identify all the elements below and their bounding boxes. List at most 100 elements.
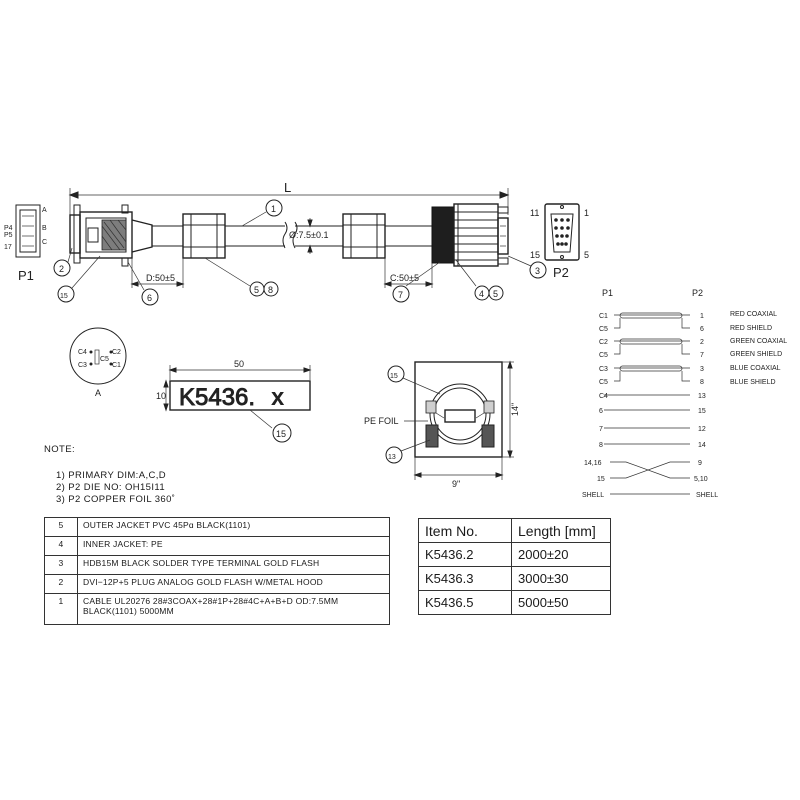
bom-desc-cell: CABLE UL20276 28#3COAX+28#1P+28#4C+A+B+D… [77,593,390,625]
p2-pin-1: 1 [584,208,589,218]
svg-text:C3: C3 [599,366,608,373]
p1-front-view: A B C P4 P5 17 P1 [4,204,47,283]
coax-blue [614,365,690,382]
svg-text:15: 15 [597,476,605,483]
svg-text:12: 12 [698,426,706,433]
p1-pin-label: C [42,239,47,246]
table-row: K5436.5 5000±50 [418,590,611,615]
svg-text:14: 14 [698,442,706,449]
wiring-header-p1: P1 [602,288,613,298]
svg-text:9: 9 [698,460,702,467]
svg-text:8: 8 [599,442,603,449]
svg-text:C2: C2 [599,339,608,346]
svg-text:C4: C4 [78,349,87,356]
tag-height-dim: 10 [156,391,166,401]
p1-pin-label: P4 [4,225,13,232]
wiring-diagram: P1 P2 C1 C5 [582,288,787,499]
table-row: K5436.3 3000±30 [418,566,611,591]
bom-no: 3 [44,555,78,575]
svg-text:2: 2 [700,339,704,346]
svg-text:8: 8 [700,379,704,386]
svg-text:SHELL: SHELL [696,492,718,499]
item-no-cell: K5436.5 [418,590,512,615]
bom-no: 1 [44,593,78,625]
svg-text:7: 7 [700,352,704,359]
svg-text:6: 6 [700,326,704,333]
end-height-dim: 14" [510,403,520,416]
svg-text:C5: C5 [599,352,608,359]
svg-text:2: 2 [59,264,64,274]
bom-desc: HDB15M BLACK SOLDER TYPE TERMINAL GOLD F… [77,555,390,575]
svg-text:15: 15 [698,408,706,415]
svg-text:3: 3 [700,366,704,373]
p1-pin-label: A [42,207,47,214]
length-cell: 2000±20 [511,542,611,567]
p2-front-view: 11 1 15 5 P2 [530,203,589,280]
item-length-table: Item No. Length [mm] K5436.2 2000±20 K54… [418,518,611,615]
cable-assembly-view: L A B C P4 P5 17 P1 [4,180,589,306]
svg-text:BLUE SHIELD: BLUE SHIELD [730,379,776,386]
tag-text: K5436. [179,384,255,411]
svg-text:GREEN SHIELD: GREEN SHIELD [730,351,782,358]
table-row: 2 DVI−12P+5 PLUG ANALOG GOLD FLASH W/MET… [44,574,390,594]
balloon-7: 7 [392,261,441,303]
svg-text:8: 8 [268,285,273,295]
note-item: 3) P2 COPPER FOIL 360˚ [56,494,176,505]
length-cell: 5000±50 [511,590,611,615]
column-header-item-no: Item No. [418,518,512,543]
svg-text:13: 13 [698,393,706,400]
svg-text:15: 15 [390,373,398,380]
p2-pin-15: 15 [530,250,540,260]
bom-desc: DVI−12P+5 PLUG ANALOG GOLD FLASH W/METAL… [77,574,390,594]
diameter-label: Ø:7.5±0.1 [289,230,328,240]
svg-text:RED SHIELD: RED SHIELD [730,325,772,332]
p2-pin-11: 11 [530,208,539,218]
bom-no: 2 [44,574,78,594]
overall-length-label: L [284,180,291,195]
balloon-4-5: 4 5 [455,259,504,301]
tag-width-dim: 50 [234,359,244,369]
bom-desc: INNER JACKET: PE [77,536,390,556]
bom-desc-line2: BLACK(1101) 5000MM [83,606,174,616]
wiring-header-p2: P2 [692,288,703,298]
balloon-3: 3 [507,255,547,279]
p1-pin-label: 17 [4,244,12,251]
vga-connector [431,203,509,267]
svg-text:C3: C3 [78,362,87,369]
svg-text:C5: C5 [599,379,608,386]
note-item: 2) P2 DIE NO: OH15I11 [56,482,166,493]
length-cell: 3000±30 [511,566,611,591]
end-width-dim: 9" [452,479,460,489]
svg-text:5: 5 [493,289,498,299]
table-row: 1 CABLE UL20276 28#3COAX+28#1P+28#4C+A+B… [44,593,390,625]
label-tag: 50 10 K5436. x 15 [156,359,312,443]
svg-text:5: 5 [254,285,259,295]
svg-text:BLUE COAXIAL: BLUE COAXIAL [730,365,781,372]
pin-detail-a: C4 C3 C2 C1 C5 A [69,327,127,398]
svg-text:C2: C2 [112,349,121,356]
svg-text:15: 15 [60,293,68,300]
p2-pin-5: 5 [584,250,589,260]
svg-text:GREEN COAXIAL: GREEN COAXIAL [730,338,787,345]
bom-no: 4 [44,536,78,556]
table-row: K5436.2 2000±20 [418,542,611,567]
dim-d-label: D:50±5 [146,273,175,283]
svg-text:6: 6 [147,293,152,303]
table-row: 5 OUTER JACKET PVC 45Pɑ BLACK(1101) [44,517,390,537]
ferrite-core-right [342,213,386,259]
svg-text:15: 15 [276,429,286,439]
item-no-cell: K5436.2 [418,542,512,567]
bom-no: 5 [44,517,78,537]
pin-detail-caption: A [95,388,101,398]
svg-text:RED COAXIAL: RED COAXIAL [730,311,777,318]
balloon-6: 6 [127,261,159,306]
svg-text:C5: C5 [100,356,109,363]
svg-text:7: 7 [599,426,603,433]
svg-text:3: 3 [535,266,540,276]
svg-text:C1: C1 [112,362,121,369]
notes-title: NOTE: [44,444,76,455]
table-header-row: Item No. Length [mm] [418,518,611,543]
coax-red [614,312,690,329]
p1-pin-label: B [42,225,47,232]
